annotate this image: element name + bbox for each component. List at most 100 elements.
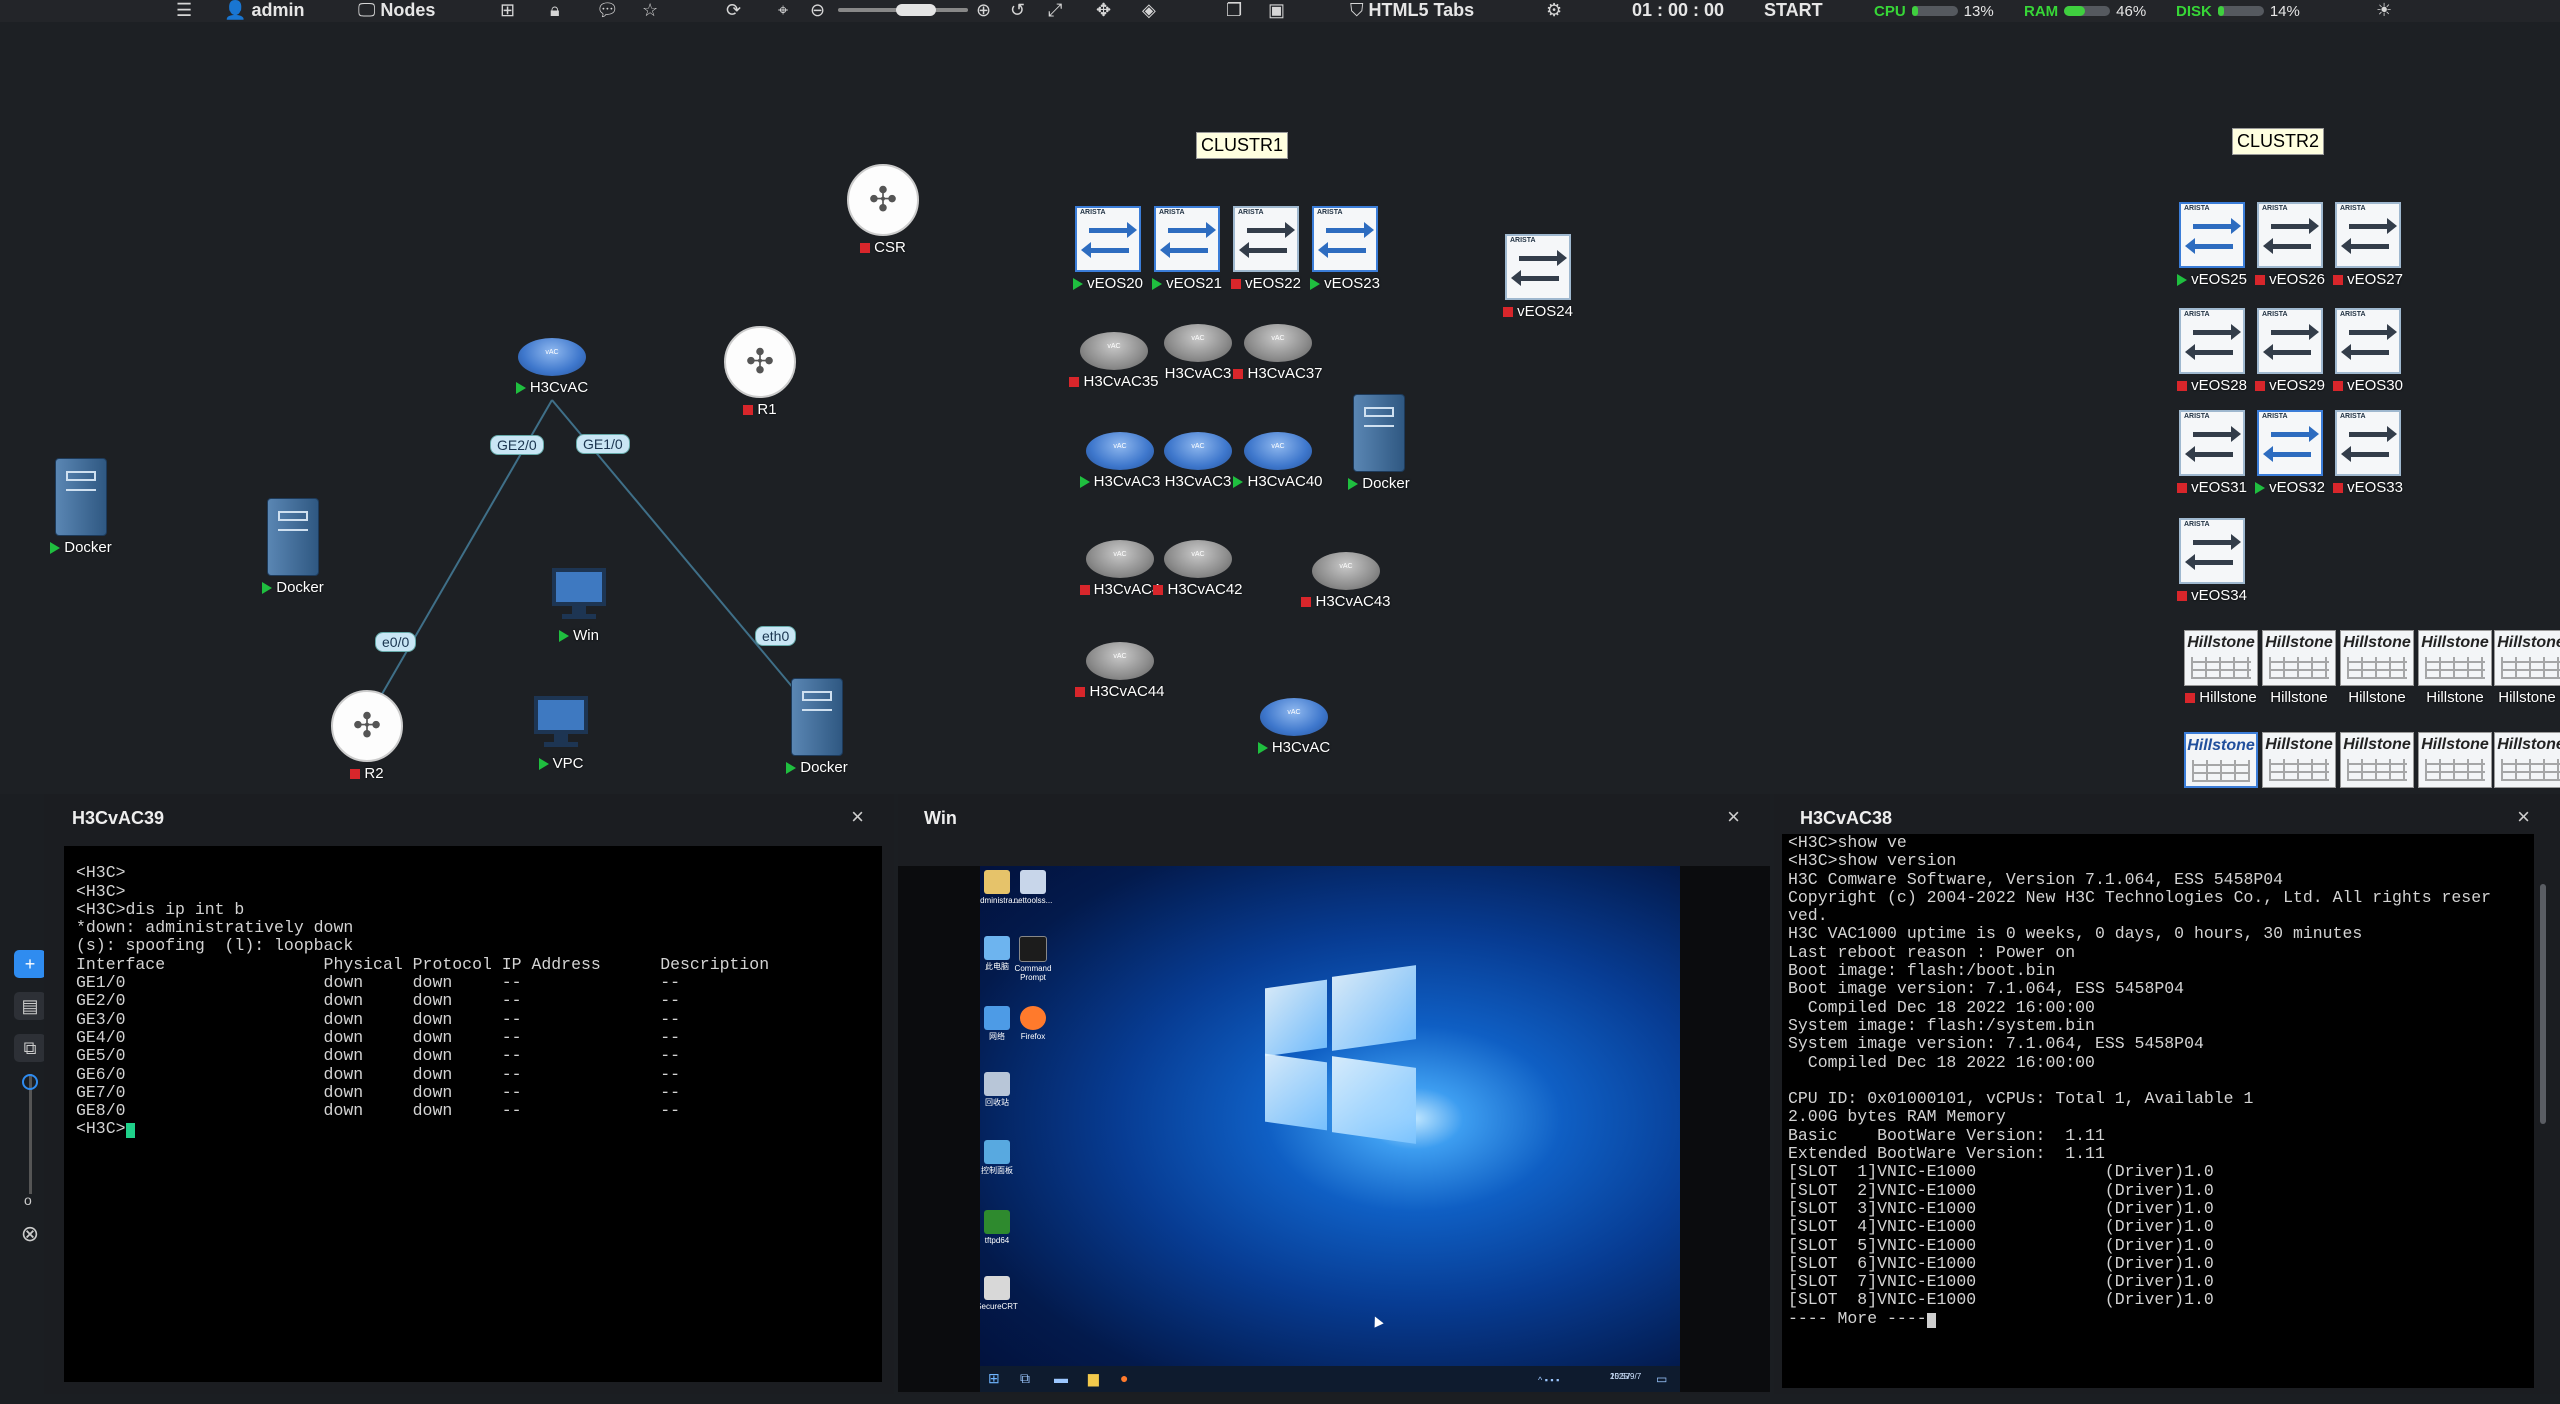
cmd-taskbar-icon[interactable]: ▬ xyxy=(1054,1370,1068,1386)
desktop-icon-recycle-bin[interactable]: 回收站 xyxy=(980,1072,1022,1107)
target-icon[interactable]: ⌖ xyxy=(778,0,789,20)
node-veos29[interactable]: ARISTA vEOS29 xyxy=(2252,308,2328,394)
layout-toggle-button[interactable]: ⧉ xyxy=(14,1034,46,1062)
desktop-icon-network[interactable]: 网络 xyxy=(980,1006,1022,1041)
node-veos28[interactable]: ARISTA vEOS28 xyxy=(2174,308,2250,394)
cluster1-label[interactable]: CLUSTR1 xyxy=(1196,132,1289,159)
firefox-taskbar-icon[interactable]: ● xyxy=(1120,1370,1129,1386)
node-h3cvac42[interactable]: H3CvAC42 xyxy=(1152,540,1244,598)
node-docker-4[interactable]: Docker xyxy=(1334,394,1424,492)
topology-canvas[interactable]: CLUSTR1 CLUSTR2 GE2/0 GE1/0 e0/0 eth0 ✣ … xyxy=(0,22,2560,794)
node-veos22[interactable]: ARISTA vEOS22 xyxy=(1228,206,1304,292)
node-docker-3[interactable]: Docker xyxy=(772,678,862,776)
node-hillstone-3[interactable]: Hillstone Hillstone xyxy=(2338,630,2416,706)
hillstone-row2-item[interactable]: Hillstone xyxy=(2260,732,2338,788)
hillstone-row2-item[interactable]: Hillstone xyxy=(2416,732,2494,788)
node-veos34[interactable]: ARISTA vEOS34 xyxy=(2174,518,2250,604)
close-all-button[interactable]: ⊗ xyxy=(14,1220,46,1248)
sun-icon[interactable]: ☀ xyxy=(2376,0,2393,20)
node-veos24[interactable]: ARISTA vEOS24 xyxy=(1500,234,1576,320)
node-hillstone-5[interactable]: Hillstone Hillstone xyxy=(2494,630,2560,706)
close-icon[interactable]: × xyxy=(2517,804,2530,829)
html5-tabs-button[interactable]: ⛉ HTML5 Tabs xyxy=(1350,0,1475,20)
desktop-icon-control-panel[interactable]: 控制面板 xyxy=(980,1140,1022,1175)
move-icon[interactable]: ✥ xyxy=(1096,0,1112,20)
desktop-icon-admin[interactable]: Administra... xyxy=(980,870,1022,905)
windows-desktop[interactable]: Administra... nettoolss... 此电脑 Command P… xyxy=(980,866,1680,1392)
node-veos27[interactable]: ARISTA vEOS27 xyxy=(2330,202,2406,288)
zoom-slider[interactable] xyxy=(838,4,968,16)
grid-icon[interactable]: ⊞ xyxy=(500,0,516,20)
terminal-output[interactable]: <H3C> <H3C> <H3C>dis ip int b *down: adm… xyxy=(64,846,882,1382)
hillstone-row2-item[interactable]: Hillstone xyxy=(2494,732,2560,788)
node-veos33[interactable]: ARISTA vEOS33 xyxy=(2330,410,2406,496)
node-veos26[interactable]: ARISTA vEOS26 xyxy=(2252,202,2328,288)
image-icon[interactable]: ▣ xyxy=(1268,0,1286,20)
node-veos31[interactable]: ARISTA vEOS31 xyxy=(2174,410,2250,496)
node-veos25[interactable]: ARISTA vEOS25 xyxy=(2174,202,2250,288)
undo-icon[interactable]: ↺ xyxy=(1010,0,1026,20)
fit-icon[interactable]: ⤢ xyxy=(1048,0,1063,20)
notification-icon[interactable]: ▭ xyxy=(1656,1372,1668,1386)
node-veos23[interactable]: ARISTA vEOS23 xyxy=(1307,206,1383,292)
start-button[interactable]: START xyxy=(1764,0,1823,20)
node-win[interactable]: Win xyxy=(534,568,624,644)
node-csr[interactable]: ✣ CSR xyxy=(838,164,928,256)
cluster2-label[interactable]: CLUSTR2 xyxy=(2232,128,2325,155)
nodes-menu[interactable]: 🖵 Nodes xyxy=(358,0,436,20)
node-h3cvac39[interactable]: H3CvAC3 xyxy=(1152,432,1244,490)
interface-label-ge1[interactable]: GE1/0 xyxy=(576,434,630,454)
gear-icon[interactable]: ⚙ xyxy=(1546,0,1563,20)
close-icon[interactable]: × xyxy=(851,804,864,829)
node-hillstone-4[interactable]: Hillstone Hillstone xyxy=(2416,630,2494,706)
node-h3cvac36[interactable]: H3CvAC3 xyxy=(1152,324,1244,382)
task-view-icon[interactable]: ⧉ xyxy=(1020,1370,1030,1386)
node-veos32[interactable]: ARISTA vEOS32 xyxy=(2252,410,2328,496)
node-h3cvac40[interactable]: H3CvAC40 xyxy=(1232,432,1324,490)
desktop-icon-nettools[interactable]: nettoolss... xyxy=(1008,870,1058,905)
star-icon[interactable]: ☆ xyxy=(642,0,659,20)
paint-icon[interactable]: ◈ xyxy=(1142,0,1156,20)
node-docker-2[interactable]: Docker xyxy=(248,498,338,596)
node-veos21[interactable]: ARISTA vEOS21 xyxy=(1149,206,1225,292)
node-h3cvac37[interactable]: H3CvAC37 xyxy=(1232,324,1324,382)
lock-icon[interactable]: 🔒︎ xyxy=(550,0,560,20)
node-veos30[interactable]: ARISTA vEOS30 xyxy=(2330,308,2406,394)
desktop-icon-this-pc[interactable]: 此电脑 xyxy=(980,936,1022,971)
hillstone-row2-item[interactable]: Hillstone xyxy=(2182,732,2260,788)
terminal-output[interactable]: <H3C>show ve <H3C>show version H3C Comwa… xyxy=(1782,834,2534,1388)
node-hillstone-1[interactable]: Hillstone Hillstone xyxy=(2182,630,2260,706)
node-h3cvac43[interactable]: H3CvAC43 xyxy=(1300,552,1392,610)
explorer-taskbar-icon[interactable]: ▆ xyxy=(1088,1370,1099,1386)
node-h3cvac38[interactable]: H3CvAC3 xyxy=(1074,432,1166,490)
interface-label-eth0[interactable]: eth0 xyxy=(755,626,797,646)
refresh-icon[interactable]: ⟳ xyxy=(726,0,742,20)
user-menu[interactable]: 👤 admin xyxy=(224,0,305,20)
console-toggle-button[interactable]: ▤ xyxy=(14,992,46,1020)
node-r1[interactable]: ✣ R1 xyxy=(715,326,805,418)
node-h3cvac41[interactable]: H3CvAC4 xyxy=(1074,540,1166,598)
node-vpc[interactable]: VPC xyxy=(516,696,606,772)
panel-zoom-handle[interactable] xyxy=(22,1074,38,1090)
node-h3cvac-top[interactable]: H3CvAC xyxy=(507,338,597,396)
chat-icon[interactable]: 💬︎ xyxy=(596,0,619,20)
node-docker-1[interactable]: Docker xyxy=(36,458,126,556)
desktop-icon-firefox[interactable]: Firefox xyxy=(1008,1006,1058,1041)
zoom-in-icon[interactable]: ⊕ xyxy=(976,0,992,20)
panel-zoom-slider[interactable] xyxy=(29,1074,32,1194)
hillstone-row2-item[interactable]: Hillstone xyxy=(2338,732,2416,788)
add-node-button[interactable]: + xyxy=(14,950,46,978)
node-h3cvac35[interactable]: H3CvAC35 xyxy=(1068,332,1160,390)
terminal-scrollbar[interactable] xyxy=(2540,884,2546,1124)
desktop-icon-securecrt[interactable]: SecureCRT xyxy=(980,1276,1022,1311)
node-h3cvac44[interactable]: H3CvAC44 xyxy=(1074,642,1166,700)
tray-icons[interactable]: ^ ▪ ▪ ▪ xyxy=(1538,1375,1560,1385)
desktop-icon-tftpd64[interactable]: tftpd64 xyxy=(980,1210,1022,1245)
node-veos20[interactable]: ARISTA vEOS20 xyxy=(1070,206,1146,292)
start-menu-icon[interactable]: ⊞ xyxy=(988,1370,1000,1386)
interface-label-e00[interactable]: e0/0 xyxy=(375,632,417,652)
node-h3cvac-bottom[interactable]: H3CvAC xyxy=(1248,698,1340,756)
interface-label-ge2[interactable]: GE2/0 xyxy=(490,435,544,455)
desktop-icon-cmd[interactable]: Command Prompt xyxy=(1008,936,1058,982)
zoom-out-icon[interactable]: ⊖ xyxy=(810,0,826,20)
